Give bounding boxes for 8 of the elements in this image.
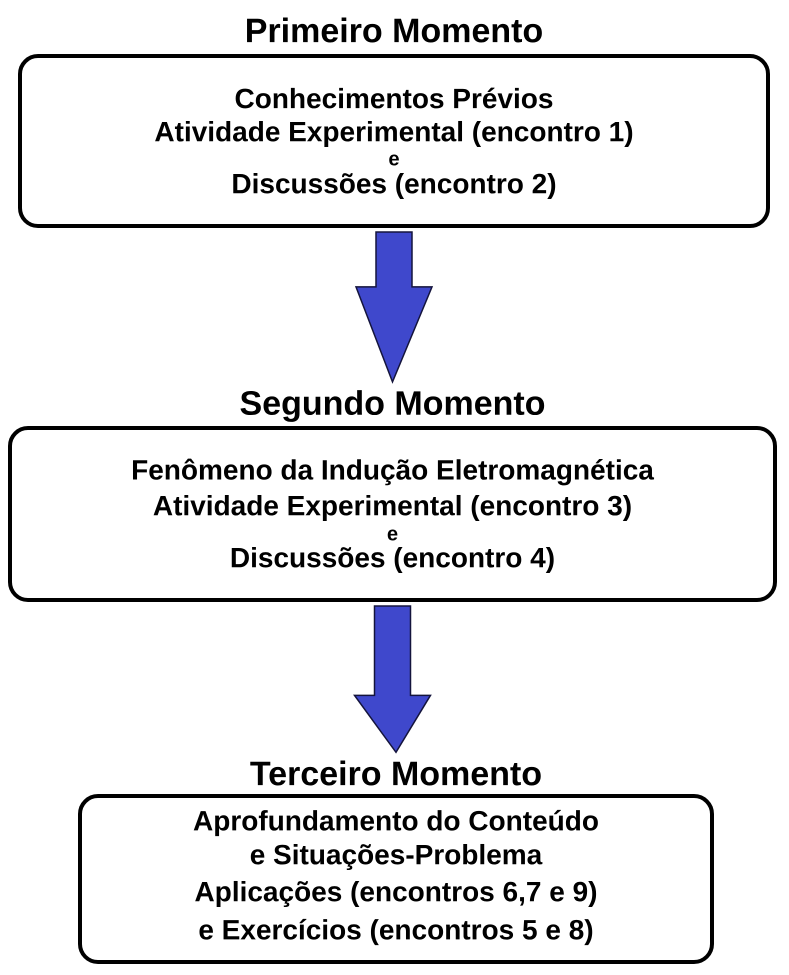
block-arrow	[354, 231, 434, 384]
node-label: Segundo Momento	[240, 390, 544, 422]
block-arrow	[353, 605, 432, 754]
process-box: Primeiro Momento Conhecimentos Prévios Atividade Experimental (encontro 1) e Discussões (encontro 2)	[18, 18, 770, 228]
process-box: Terceiro Momento Aprofundamento do Conteúdo e Situações-Problema Aplicações (encontros 6,7 e 9) e Exercícios (encontros 5 e 8)	[78, 760, 714, 964]
node-label: Terceiro Momento	[250, 760, 541, 786]
process-box: Segundo Momento Fenômeno da Indução Eletromagnética Atividade Experimental (encontro 3) e Discussões (encontro 4)	[8, 390, 777, 602]
node-label: Primeiro Momento	[247, 18, 542, 42]
